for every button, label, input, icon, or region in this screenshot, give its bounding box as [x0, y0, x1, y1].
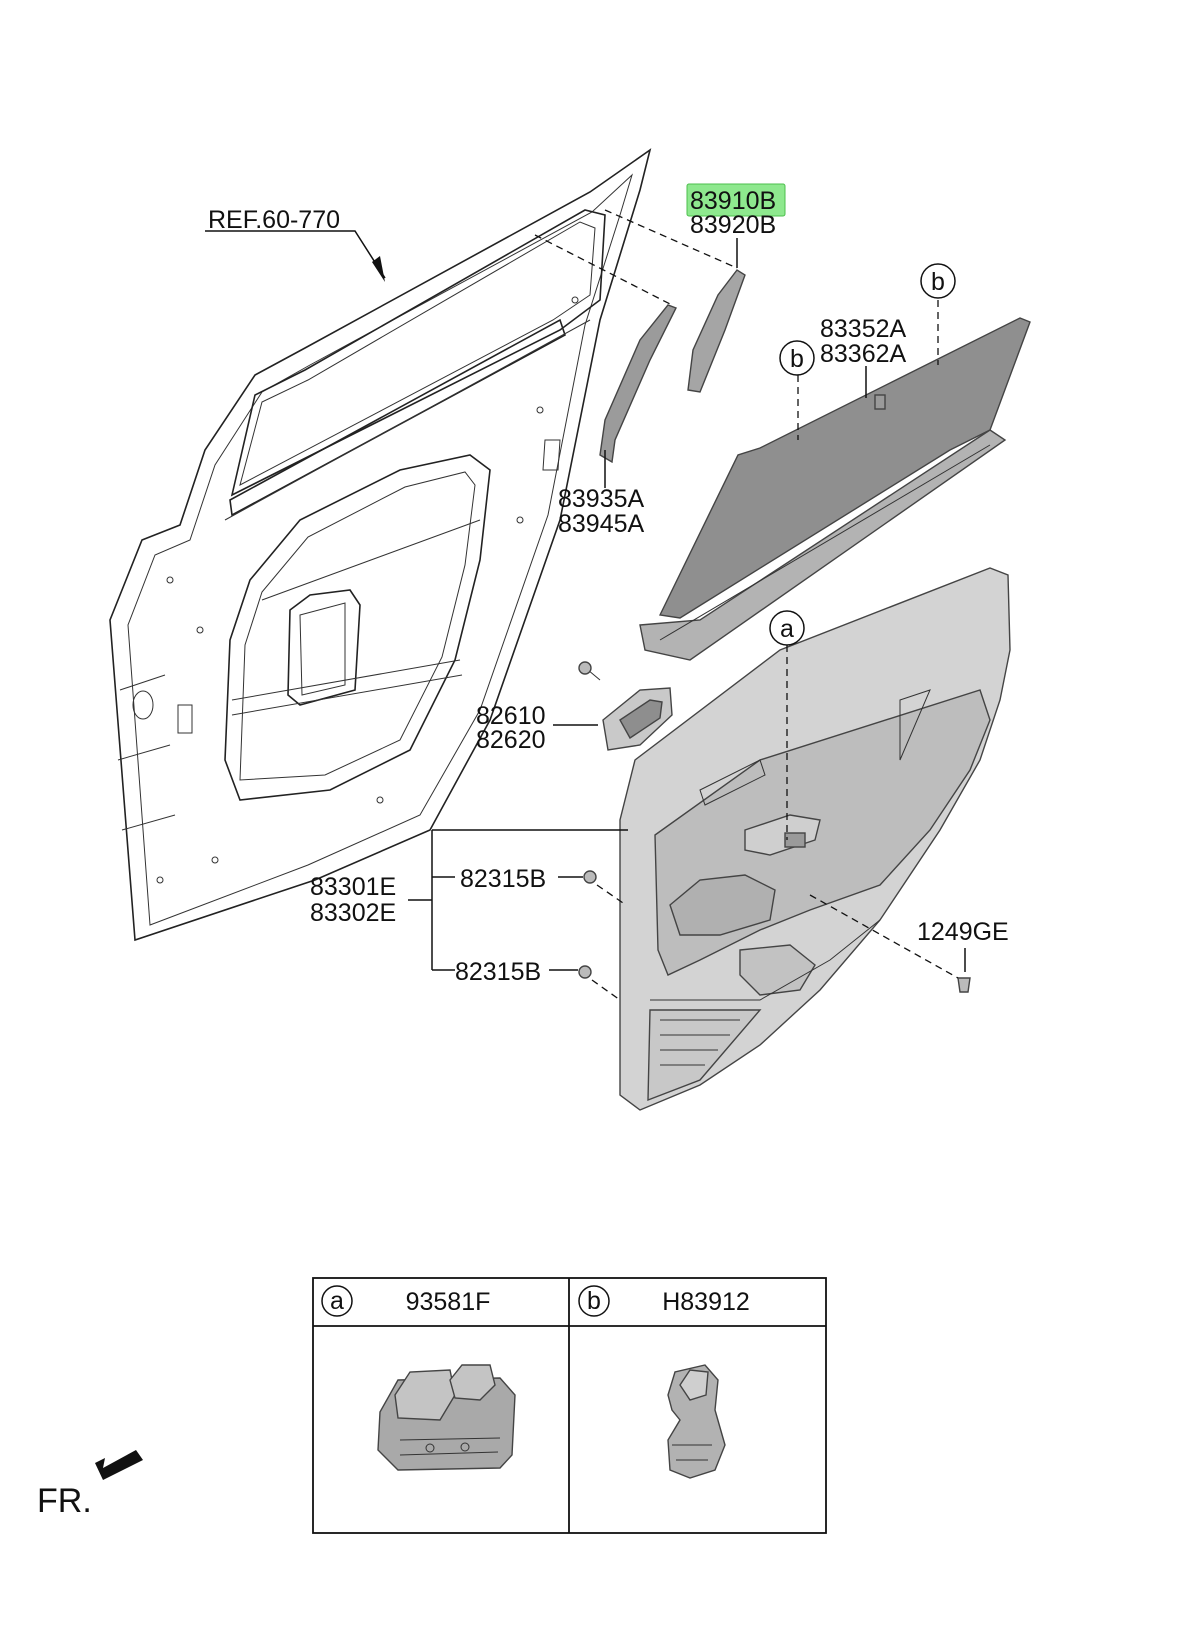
label-83362A: 83362A	[820, 340, 907, 368]
callout-b-left-letter: b	[790, 345, 804, 373]
door-trim-panel-83301E	[619, 567, 1011, 1111]
label-83301E: 83301E	[310, 873, 396, 901]
legend-b-callout: b	[587, 1287, 601, 1315]
callout-a-letter: a	[780, 615, 794, 643]
label-1249GE: 1249GE	[917, 918, 1009, 946]
callout-b-left: b	[779, 340, 815, 376]
trim-83935A	[599, 304, 677, 464]
label-83352A: 83352A	[820, 315, 907, 343]
legend-a-callout: a	[330, 1287, 344, 1315]
legend-a-part: 93581F	[406, 1288, 491, 1316]
screw-82315B-top	[583, 870, 597, 884]
leader-lines	[205, 209, 966, 1001]
label-83935A: 83935A	[558, 485, 645, 513]
label-82610: 82610	[476, 702, 546, 730]
sunshade-83352A	[639, 317, 1031, 661]
switch-93581F-illustration	[377, 1364, 516, 1471]
callout-b-right: b	[920, 263, 956, 299]
label-82620: 82620	[476, 726, 546, 754]
trim-83910B	[687, 269, 746, 393]
legend-b-part: H83912	[662, 1288, 750, 1316]
front-direction-indicator: FR.	[37, 1450, 143, 1520]
front-label: FR.	[37, 1482, 92, 1520]
label-83920B: 83920B	[690, 211, 776, 239]
legend-b-header: b H83912	[578, 1285, 750, 1317]
legend-a-header: a 93581F	[321, 1285, 491, 1317]
label-82315B-top: 82315B	[460, 865, 546, 893]
label-82315B-bottom: 82315B	[455, 958, 541, 986]
label-83945A: 83945A	[558, 510, 645, 538]
door-frame-illustration	[109, 148, 652, 942]
screw-82315B-bottom	[578, 965, 592, 979]
label-83910B: 83910B	[690, 187, 776, 215]
callout-a: a	[769, 610, 805, 646]
label-83302E: 83302E	[310, 899, 396, 927]
callout-b-right-letter: b	[931, 268, 945, 296]
clip-H83912-illustration	[667, 1364, 726, 1479]
label-ref: REF.60-770	[208, 206, 340, 234]
front-arrow-icon	[95, 1450, 143, 1480]
inner-handle-82610	[578, 661, 673, 751]
highlight-83910B	[686, 183, 786, 217]
legend-table: a 93581F b H83912	[312, 1277, 827, 1534]
screw-1249GE	[957, 977, 971, 993]
